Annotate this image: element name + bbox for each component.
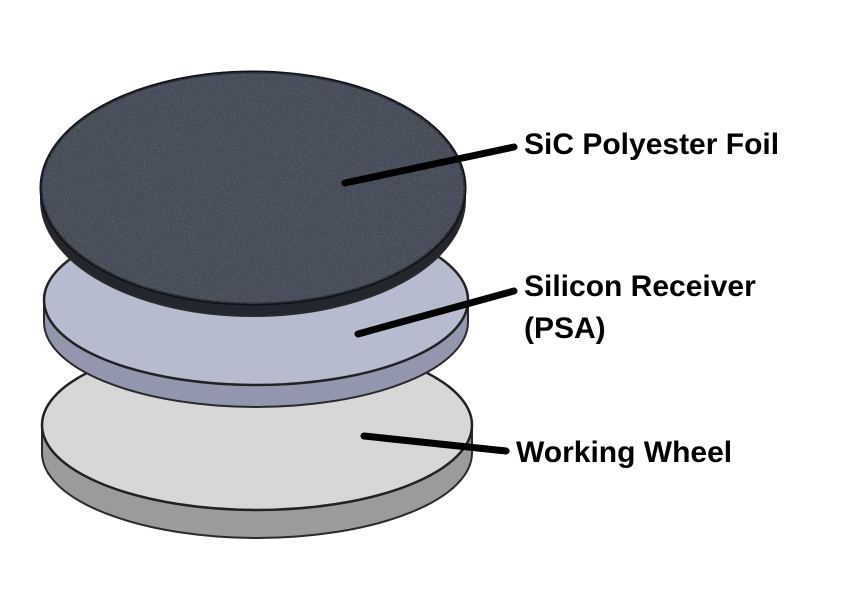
label-silicon-receiver: Silicon Receiver (PSA)	[524, 266, 756, 350]
label-sic-polyester-foil-line: SiC Polyester Foil	[524, 128, 780, 161]
leader-line-sic-polyester-foil	[341, 143, 518, 187]
label-working-wheel: Working Wheel	[516, 432, 732, 474]
sic-grit-texture-light	[41, 72, 465, 304]
label-working-wheel-line: Working Wheel	[516, 436, 733, 469]
leader-line-working-wheel	[360, 432, 510, 455]
label-silicon-receiver-line-1: Silicon Receiver	[524, 270, 756, 303]
leader-line-silicon-receiver	[354, 287, 518, 338]
label-sic-polyester-foil: SiC Polyester Foil	[524, 124, 779, 166]
label-silicon-receiver-line-2: (PSA)	[524, 312, 606, 345]
sic-polyester-foil-disc	[39, 70, 467, 317]
